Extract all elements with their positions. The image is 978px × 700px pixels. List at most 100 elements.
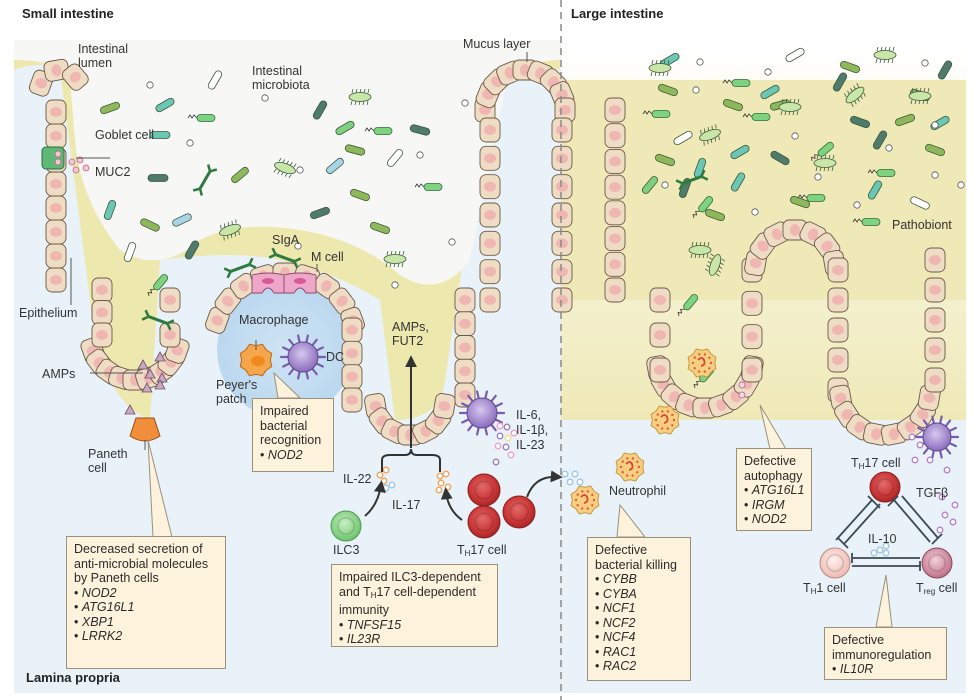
ilc3-arrow <box>364 480 386 517</box>
bacterium <box>641 176 659 194</box>
microbe-particle <box>696 58 704 66</box>
flagellated-bacterium <box>778 98 802 116</box>
flagellated-bacterium <box>219 219 241 241</box>
epithelial-cell <box>479 174 501 200</box>
pathobiont <box>797 194 826 202</box>
epithelial-cell <box>159 287 181 313</box>
flagellated-bacterium <box>813 154 837 172</box>
epithelial-cell <box>479 145 501 171</box>
epithelial-cell <box>45 171 67 197</box>
flagellated-bacterium <box>688 241 712 259</box>
bacterium <box>312 100 328 120</box>
epithelial-cell <box>604 123 626 149</box>
callout-immunoregulation: Defective immunoregulation IL10R <box>824 627 947 680</box>
gene-list: TNFSF15 IL23R <box>339 618 491 647</box>
bacterium <box>657 83 679 97</box>
epithelial-cell <box>454 335 476 360</box>
gene-item: TNFSF15 <box>339 618 491 633</box>
flagellated-bacterium <box>873 46 897 64</box>
bacterium <box>369 221 391 235</box>
label-goblet-cell: Goblet cell <box>95 128 155 142</box>
bacterium <box>386 149 404 167</box>
bacterium <box>730 172 746 192</box>
epithelial-cell <box>479 202 501 228</box>
epithelial-cell <box>741 324 763 350</box>
cytokine-molecule <box>382 466 390 474</box>
label-pathobiont: Pathobiont <box>892 218 952 232</box>
microbe-particle <box>921 59 929 67</box>
epithelial-cell <box>341 340 363 366</box>
label-intestinal-microbiota: Intestinal microbiota <box>252 64 310 92</box>
microbe-particle <box>416 151 424 159</box>
epithelial-cell <box>454 311 476 337</box>
flagellated-bacterium <box>908 87 932 105</box>
microbe-particle <box>885 144 893 152</box>
ilc3-cell <box>330 510 362 542</box>
epithelial-cell <box>551 174 573 200</box>
autophagy-vesicle <box>738 391 746 399</box>
microbe-particle <box>661 181 669 189</box>
bacterium <box>785 47 805 63</box>
flagellated-bacterium <box>699 124 721 146</box>
microbe-particle <box>692 86 700 94</box>
flagellated-bacterium <box>844 82 866 108</box>
epithelial-cell <box>479 230 501 256</box>
epithelial-cell <box>649 287 671 313</box>
epithelial-cell <box>91 277 113 303</box>
neutrophil <box>615 452 645 482</box>
section-lamina-propria: Lamina propria <box>26 670 120 685</box>
microbe-particle <box>814 173 822 181</box>
bacterium <box>99 101 121 115</box>
gene-item: ATG16L1 <box>744 483 805 498</box>
microbe-particle <box>186 139 194 147</box>
gene-item: IRGM <box>744 498 805 513</box>
epithelial-cell <box>91 300 113 325</box>
bacterium <box>849 115 871 129</box>
epithelial-cell <box>649 322 671 348</box>
cytokine-molecule <box>382 484 390 492</box>
cytokine-molecule <box>507 451 515 459</box>
bacterium <box>839 60 861 74</box>
bacterium <box>207 70 223 90</box>
gene-list: IL10R <box>832 662 940 677</box>
bacterium <box>760 84 780 100</box>
cytokine-molecule <box>435 486 443 494</box>
cytokine-molecule <box>561 470 569 478</box>
section-small-intestine: Small intestine <box>22 6 114 21</box>
pathobiont <box>147 274 169 297</box>
cytokine-molecule <box>943 466 951 474</box>
callout-bacterial-recognition: Impaired bacterial recognition NOD2 <box>252 398 334 472</box>
bacterium <box>872 130 888 150</box>
bacterium <box>924 143 946 157</box>
pathobiont <box>414 183 443 191</box>
pathobiont <box>722 79 751 87</box>
bacterium <box>673 130 693 146</box>
cytokine-molecule <box>494 442 502 450</box>
th17-arrow <box>440 487 463 521</box>
epithelial-cell <box>604 148 626 174</box>
epithelial-cell <box>924 367 946 393</box>
microbe-particle <box>764 68 772 76</box>
bacterium <box>654 153 676 167</box>
th17-cell-large-intestine <box>869 471 901 503</box>
cytokine-molecule <box>496 432 504 440</box>
bacterium <box>309 206 331 220</box>
epithelial-cell <box>827 347 849 373</box>
epithelial-cell <box>604 174 626 200</box>
epithelial-cell <box>924 277 946 303</box>
microbe-particle <box>146 81 154 89</box>
epithelial-cell <box>551 230 573 256</box>
pathobiont <box>811 141 834 161</box>
cytokine-molecule <box>442 470 450 478</box>
amp-molecule <box>124 404 136 415</box>
amp-molecule <box>154 351 166 362</box>
label-th1-cell: TH1 cell <box>803 581 846 596</box>
amp-molecule <box>141 382 153 393</box>
amp-molecule <box>156 372 168 383</box>
epithelial-cell <box>479 259 501 285</box>
bacterium <box>349 188 371 202</box>
siga-antibody <box>675 169 709 191</box>
gene-item: IL23R <box>339 632 491 647</box>
siga-antibody <box>223 257 257 279</box>
gene-list: NOD2 <box>260 448 327 463</box>
